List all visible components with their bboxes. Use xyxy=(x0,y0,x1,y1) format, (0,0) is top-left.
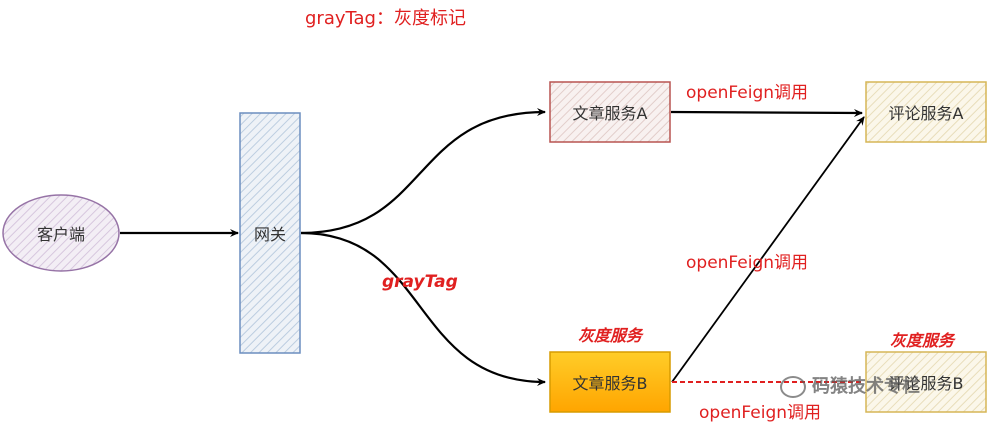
gray-service-badge: 灰度服务 xyxy=(578,326,643,345)
watermark: 码猿技术专栏 xyxy=(780,372,920,398)
gateway-node xyxy=(239,112,301,354)
diagram-title: grayTag：灰度标记 xyxy=(305,8,466,29)
article-b-label: 文章服务B xyxy=(572,374,648,393)
comment-b-node xyxy=(865,351,987,413)
feign-label-middle: openFeign调用 xyxy=(686,253,809,273)
wechat-icon xyxy=(780,376,806,398)
edge-article-a-comment-a xyxy=(670,108,863,117)
article-a-node xyxy=(549,81,671,143)
article-a-label: 文章服务A xyxy=(572,104,648,123)
watermark-text: 码猿技术专栏 xyxy=(812,376,920,397)
gray-tag-label: grayTag xyxy=(382,272,458,292)
edge-gateway-article-a xyxy=(300,108,546,235)
client-node xyxy=(2,194,120,272)
comment-a-label: 评论服务A xyxy=(888,104,964,123)
comment-a-node xyxy=(865,81,987,143)
edge-article-b-comment-a xyxy=(671,116,865,383)
edge-gateway-article-b xyxy=(300,231,546,386)
gray-service-badge: 灰度服务 xyxy=(890,331,955,350)
feign-label-top: openFeign调用 xyxy=(686,83,809,103)
comment-b-label: 评论服务B xyxy=(888,374,964,393)
gateway-label: 网关 xyxy=(253,225,287,244)
article-b-node xyxy=(549,351,671,413)
feign-label-bottom: openFeign调用 xyxy=(699,403,822,423)
client-label: 客户端 xyxy=(36,225,86,244)
